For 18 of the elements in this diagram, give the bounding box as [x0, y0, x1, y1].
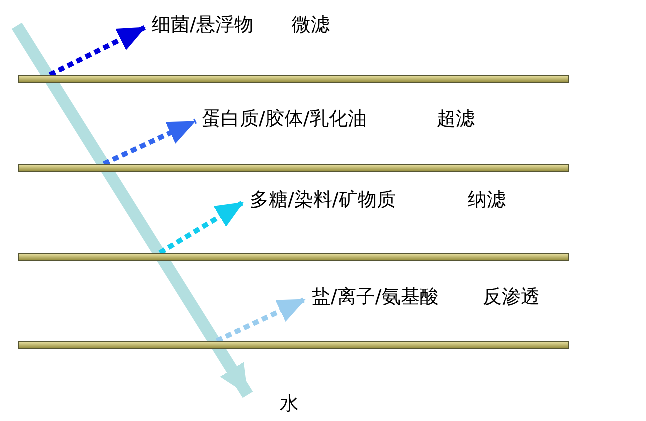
rejection-arrow [216, 296, 308, 344]
substance-label: 细菌/悬浮物 [152, 14, 254, 36]
substance-label: 盐/离子/氨基酸 [312, 286, 439, 308]
membrane-bar [18, 164, 569, 172]
rejection-arrow [158, 200, 246, 256]
substance-label: 蛋白质/胶体/乳化油 [202, 108, 367, 130]
membrane-bar [18, 341, 569, 349]
rejection-arrow [102, 118, 198, 166]
process-label: 微滤 [292, 14, 330, 36]
membrane-bar [18, 253, 569, 261]
substance-label: 多糖/染料/矿物质 [250, 189, 396, 211]
water-label: 水 [280, 393, 299, 415]
process-label: 反渗透 [483, 286, 540, 308]
water-flow-arrow [12, 22, 254, 398]
membrane-bar [18, 75, 569, 83]
rejection-arrow [48, 24, 148, 78]
process-label: 超滤 [437, 108, 475, 130]
process-label: 纳滤 [468, 189, 506, 211]
